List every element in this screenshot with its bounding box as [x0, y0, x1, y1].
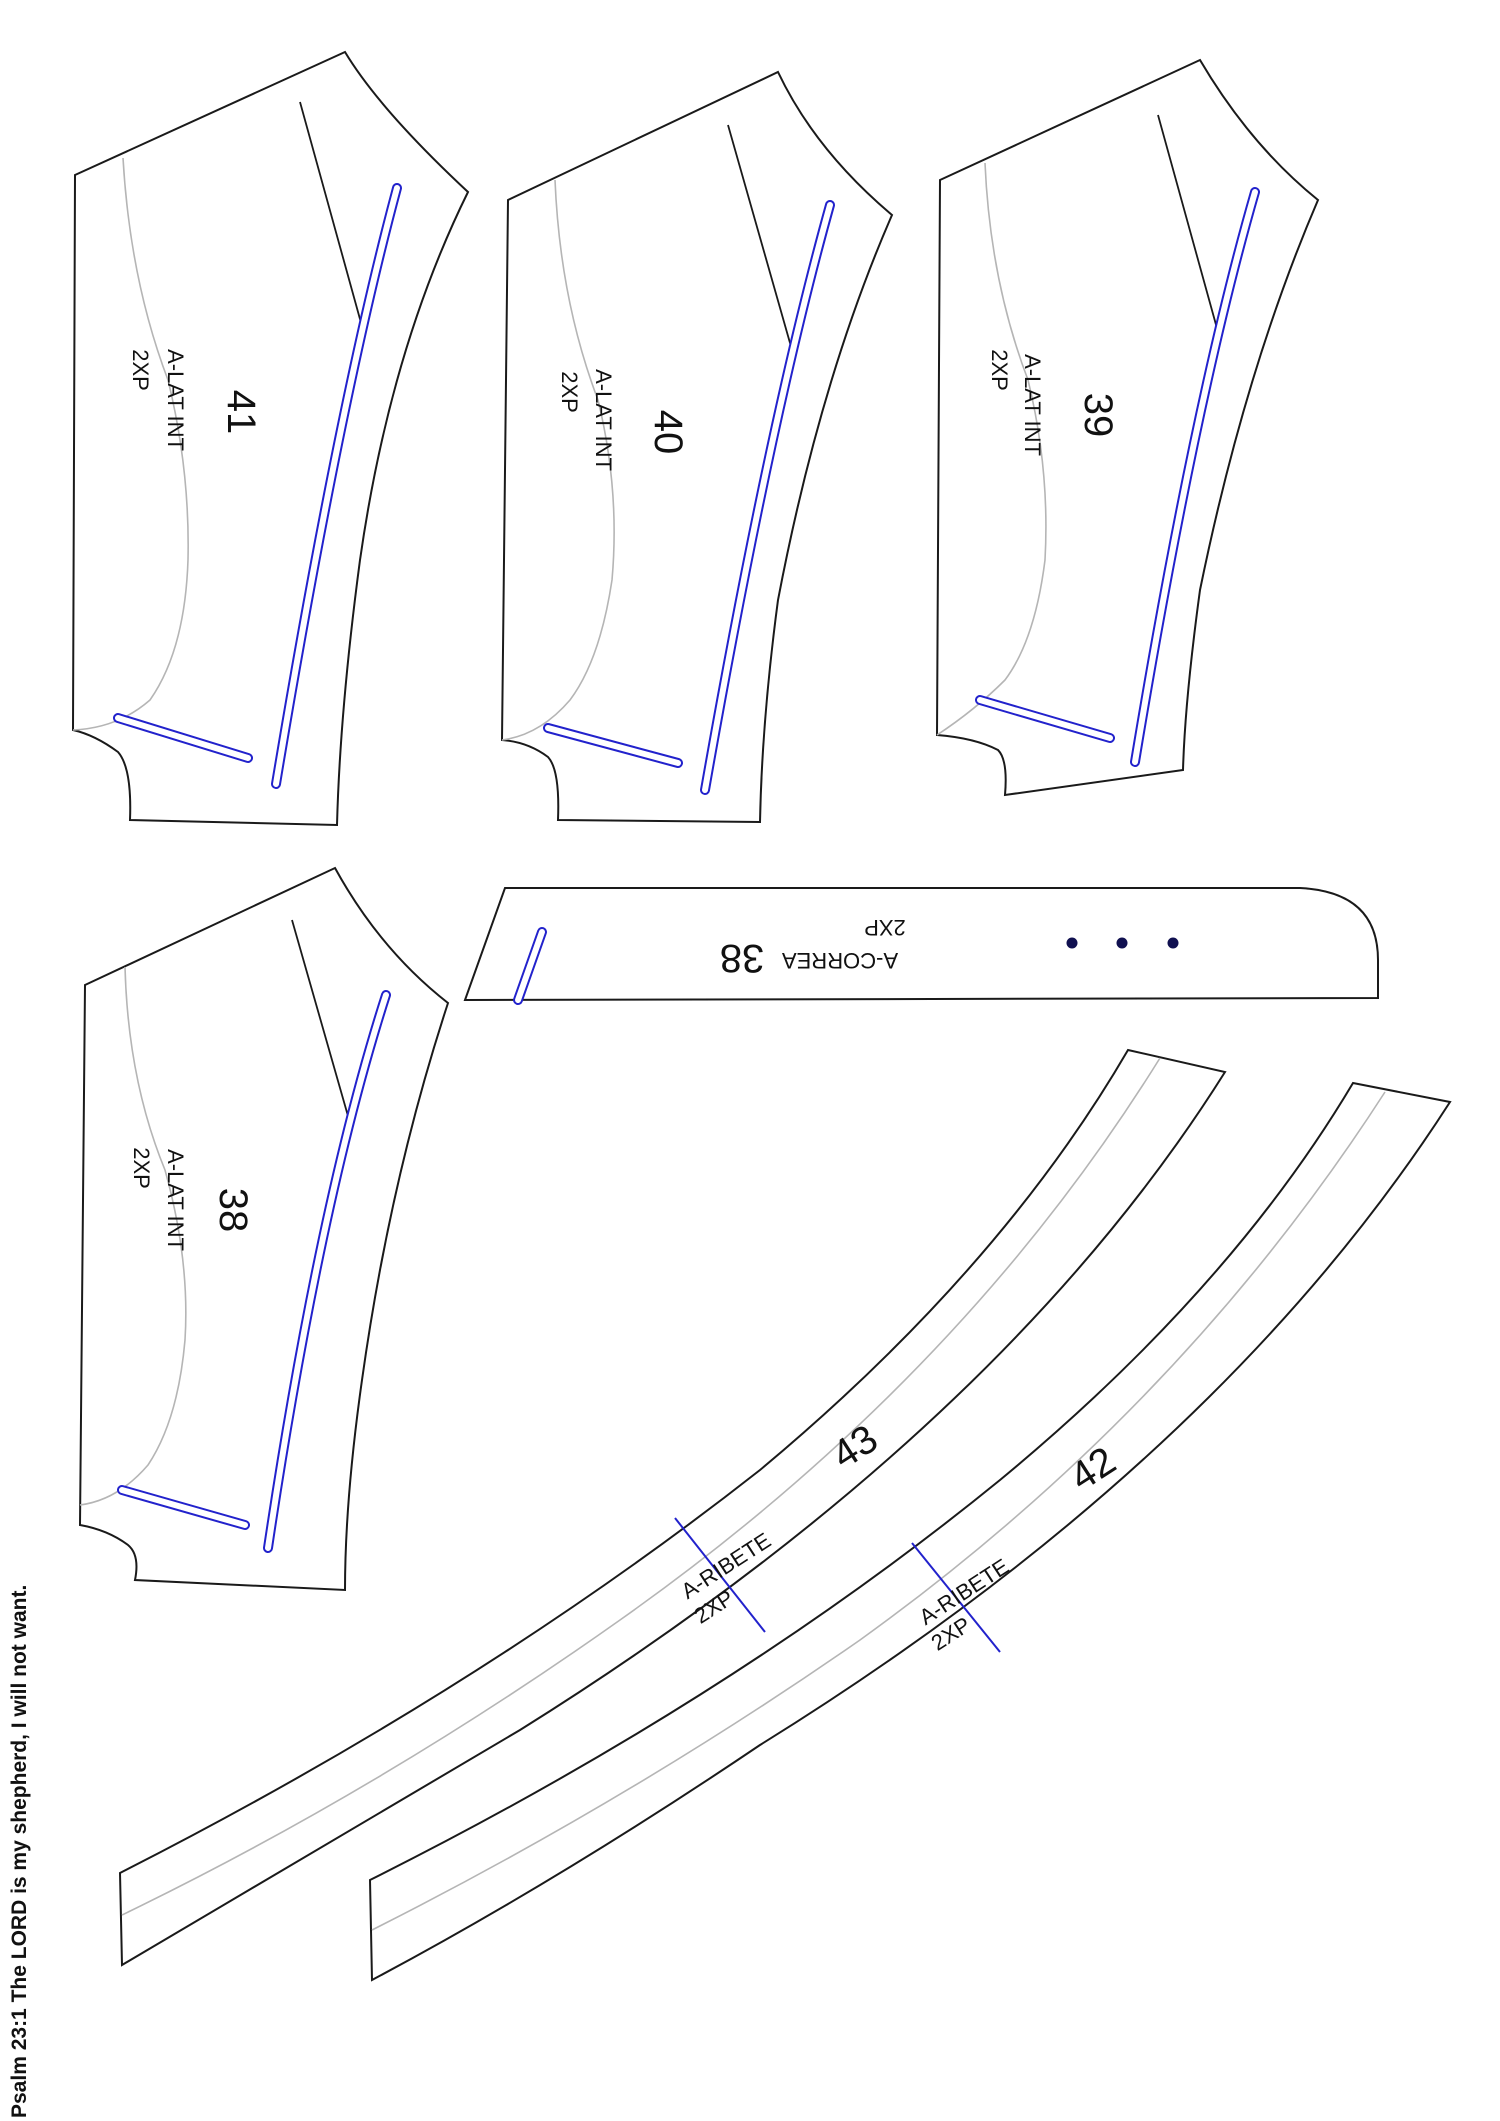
piece-number: 42: [1062, 1439, 1123, 1500]
strap-hole: [1167, 937, 1179, 949]
notch-line: [299, 101, 364, 331]
piece-qty: 2XP: [864, 915, 906, 940]
piece-outline: [935, 58, 1320, 797]
piece-outline: [71, 50, 470, 827]
footer-verse: Psalm 23:1 The LORD is my shepherd, I wi…: [8, 1585, 31, 2118]
piece-outline: [463, 887, 1379, 1002]
piece-number: 38: [720, 936, 765, 980]
piece-number: 38: [211, 1188, 255, 1233]
pattern-piece-42: 42 A-RIBETE 2XP: [368, 1081, 1452, 1982]
piece-number: 39: [1076, 393, 1120, 438]
pattern-piece-43: 43 A-RIBETE 2XP: [118, 1048, 1227, 1967]
piece-outline: [368, 1081, 1452, 1982]
seam-guide: [371, 1091, 1386, 1931]
piece-name: A-CORREA: [782, 948, 898, 973]
short-slot: [975, 695, 1115, 743]
piece-name: A-LAT INT: [163, 349, 188, 451]
long-slot: [271, 183, 402, 789]
piece-qty: 2XP: [987, 349, 1012, 391]
piece-name: A-LAT INT: [591, 369, 616, 471]
long-slot: [700, 200, 835, 795]
piece-number: 41: [219, 390, 263, 435]
strap-hole: [1066, 937, 1078, 949]
piece-name: A-LAT INT: [1020, 354, 1045, 456]
seam-guide: [501, 179, 615, 741]
pattern-piece-41: 41 A-LAT INT 2XP: [71, 50, 470, 827]
long-slot: [1130, 187, 1260, 767]
piece-outline: [118, 1048, 1227, 1967]
short-slot: [543, 723, 683, 768]
piece-outline: [78, 866, 450, 1592]
piece-name: A-LAT INT: [163, 1149, 188, 1251]
long-slot: [263, 990, 391, 1553]
pattern-piece-38: 38 A-LAT INT 2XP: [78, 866, 450, 1592]
pattern-piece-40: 40 A-LAT INT 2XP: [500, 70, 894, 824]
piece-number: 40: [646, 410, 690, 455]
piece-outline: [500, 70, 894, 824]
notch-line: [1157, 114, 1219, 333]
notch-mark: [911, 1542, 1001, 1653]
notch-line: [291, 919, 353, 1131]
seam-guide: [121, 1057, 1161, 1916]
short-slot: [113, 713, 253, 763]
seam-guide: [936, 162, 1047, 736]
piece-qty: 2XP: [129, 1147, 154, 1189]
notch-line: [727, 124, 793, 351]
pattern-piece-39: 39 A-LAT INT 2XP: [935, 58, 1320, 797]
notch-mark: [674, 1517, 766, 1633]
pattern-piece-strap: 38 A-CORREA 2XP: [463, 887, 1379, 1005]
piece-qty: 2XP: [557, 371, 582, 413]
seam-guide: [79, 966, 187, 1506]
short-slot: [117, 1485, 250, 1530]
seam-guide: [72, 157, 189, 731]
piece-qty: 2XP: [128, 349, 153, 391]
strap-hole: [1116, 937, 1128, 949]
strap-slot: [513, 927, 547, 1005]
